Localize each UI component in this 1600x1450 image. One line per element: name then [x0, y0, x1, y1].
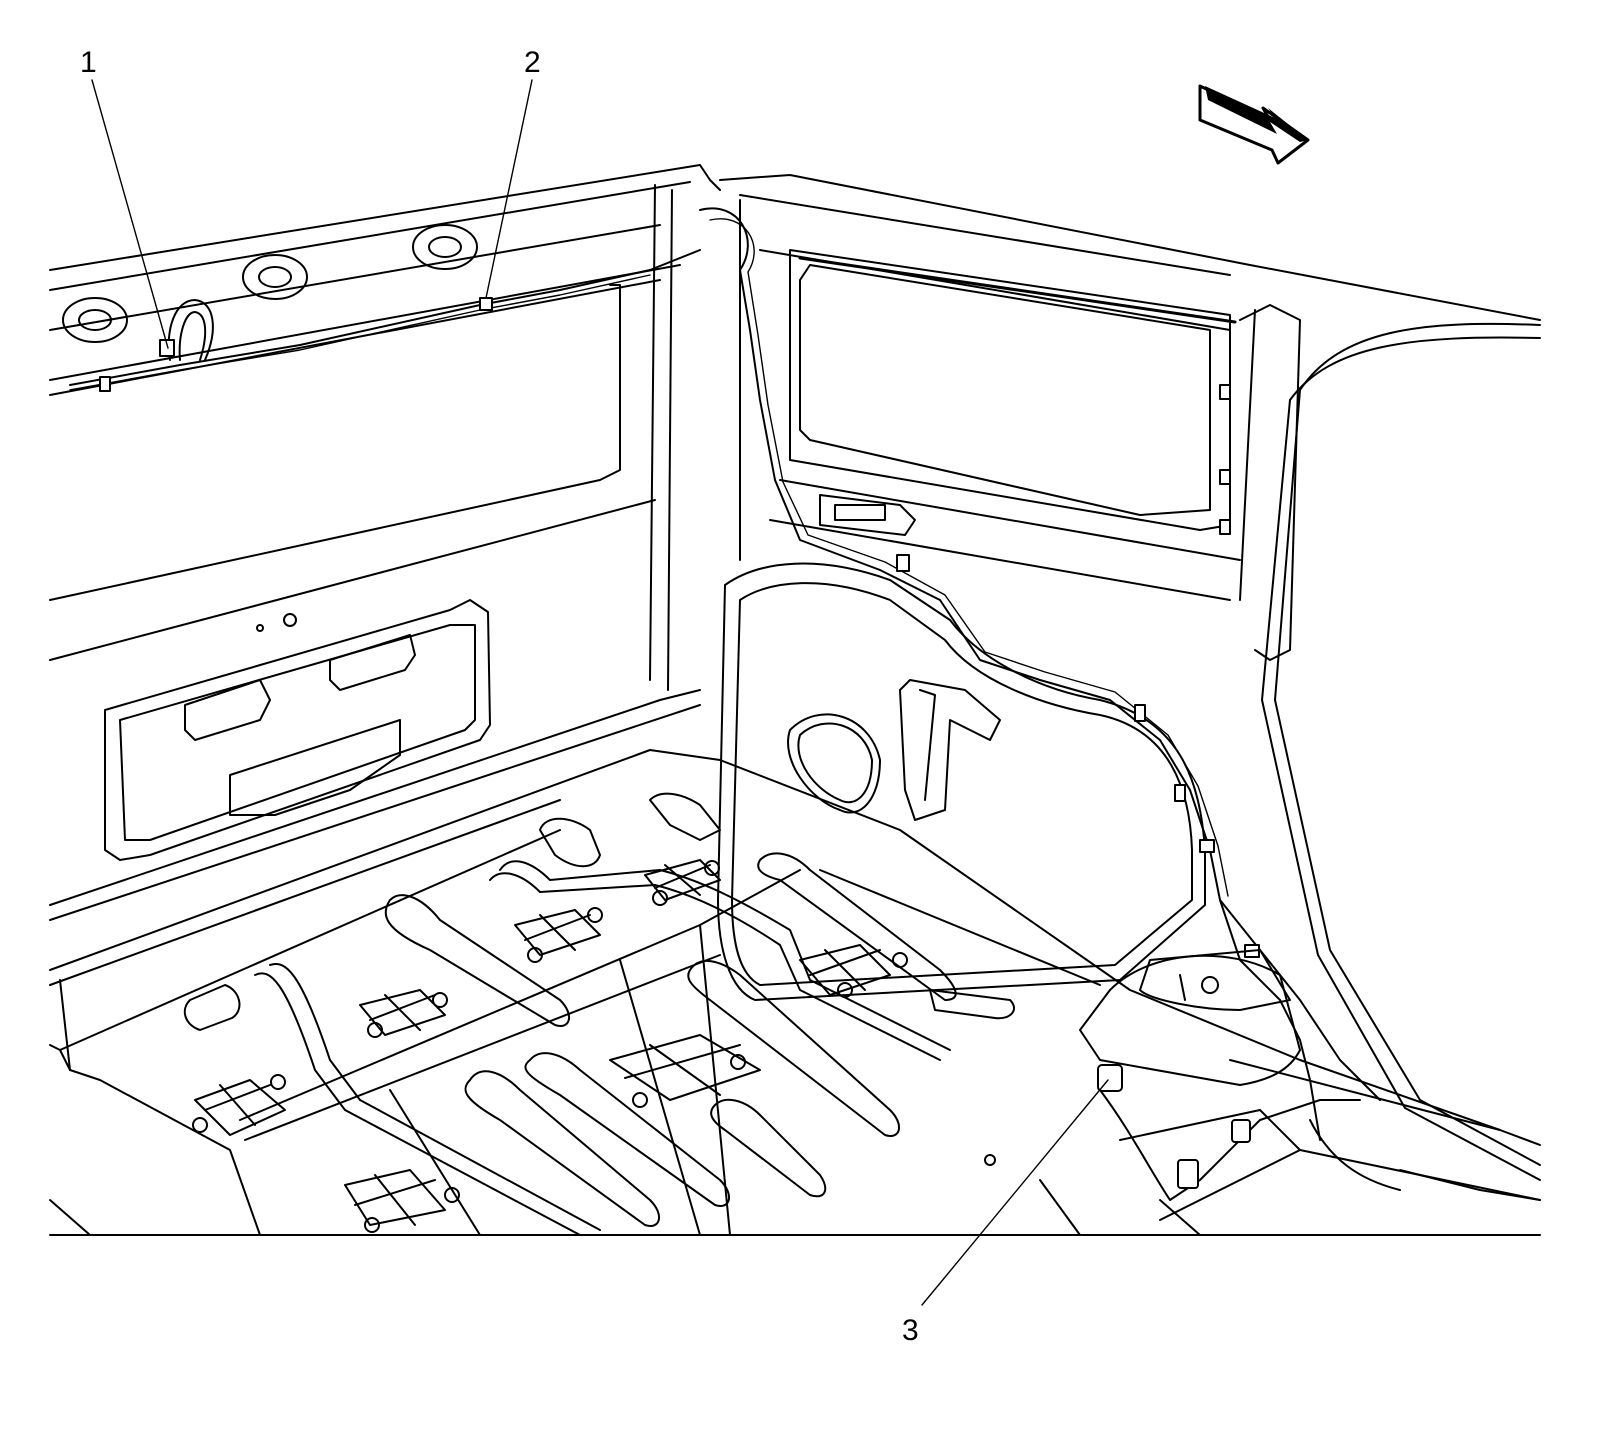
left-side-rail: [49, 164, 721, 396]
left-wall: [49, 184, 701, 921]
rear-access-panel: [104, 599, 491, 861]
wheelhouse-panel: [717, 562, 1206, 1001]
tie-down-hooks: [192, 859, 908, 1233]
callout-3: 3: [902, 1314, 919, 1347]
callout-1: 1: [80, 46, 97, 79]
rail-holes: [62, 224, 478, 343]
leader-lines: [91, 79, 1109, 1306]
forward-arrow-icon: [1198, 84, 1310, 165]
callout-2: 2: [524, 46, 541, 79]
cargo-floor: [49, 749, 1541, 1236]
rear-wall: [719, 174, 1541, 1181]
